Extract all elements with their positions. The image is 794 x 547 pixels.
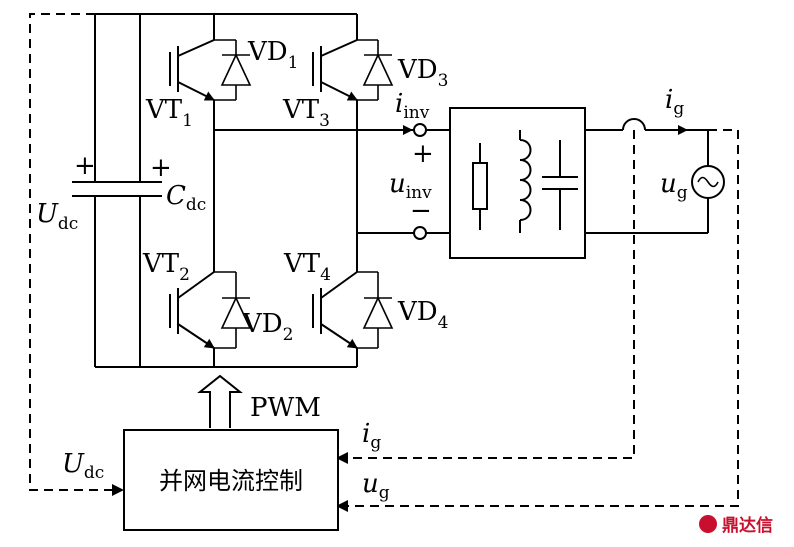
label-udc-feedback: Udc xyxy=(62,449,104,483)
controller-label: 并网电流控制 xyxy=(159,467,303,495)
igbt-vt3 xyxy=(312,39,358,101)
label-iinv: iinv xyxy=(395,89,430,123)
label-ug-feedback: ug xyxy=(362,469,390,503)
bridge-legs xyxy=(213,14,358,367)
grid-wiring xyxy=(585,118,709,234)
dc-source-symbol xyxy=(72,181,118,197)
dc-link-capacitor xyxy=(118,181,162,197)
label-vt3: VT3 xyxy=(282,95,330,131)
label-vd3: VD3 xyxy=(397,55,448,91)
diode-vd4 xyxy=(357,271,394,349)
grid-source xyxy=(691,165,725,199)
label-vt4: VT4 xyxy=(283,249,331,285)
diode-vd1 xyxy=(214,39,252,101)
watermark-logo-icon xyxy=(699,515,717,533)
dc-bus xyxy=(94,13,357,368)
terminal-top xyxy=(413,123,427,137)
label-uinv-minus: − xyxy=(410,196,432,226)
label-vt2: VT2 xyxy=(142,249,190,285)
watermark: 鼎达信 xyxy=(699,515,773,536)
lc-filter xyxy=(449,107,586,259)
pwm-arrow xyxy=(197,374,243,428)
label-vt1: VT1 xyxy=(145,95,193,131)
label-pwm: PWM xyxy=(250,393,321,423)
igbt-vt4 xyxy=(312,271,358,349)
terminal-bottom xyxy=(413,226,427,240)
label-cdc: Cdc xyxy=(166,181,206,215)
label-ig-grid: ig xyxy=(665,85,684,119)
feedback-lines xyxy=(29,13,739,512)
diode-vd3 xyxy=(357,39,394,101)
igbt-vt2 xyxy=(169,271,215,349)
label-plus-source: + xyxy=(74,151,96,181)
label-ug-grid: ug xyxy=(660,169,688,203)
controller-box xyxy=(123,429,339,531)
label-plus-cap: + xyxy=(150,153,172,183)
label-vd1: VD1 xyxy=(247,37,298,73)
label-uinv: uinv xyxy=(389,169,432,203)
svg-text:鼎达信: 鼎达信 xyxy=(722,515,773,536)
label-udc: Udc xyxy=(36,199,78,234)
igbt-vt1 xyxy=(169,39,215,101)
diode-vd2 xyxy=(214,271,252,349)
label-ig-feedback: ig xyxy=(362,419,381,453)
ac-output-wires xyxy=(214,123,450,240)
label-uinv-plus: + xyxy=(412,139,434,169)
label-vd2: VD2 xyxy=(242,309,293,345)
label-vd4: VD4 xyxy=(397,297,448,333)
